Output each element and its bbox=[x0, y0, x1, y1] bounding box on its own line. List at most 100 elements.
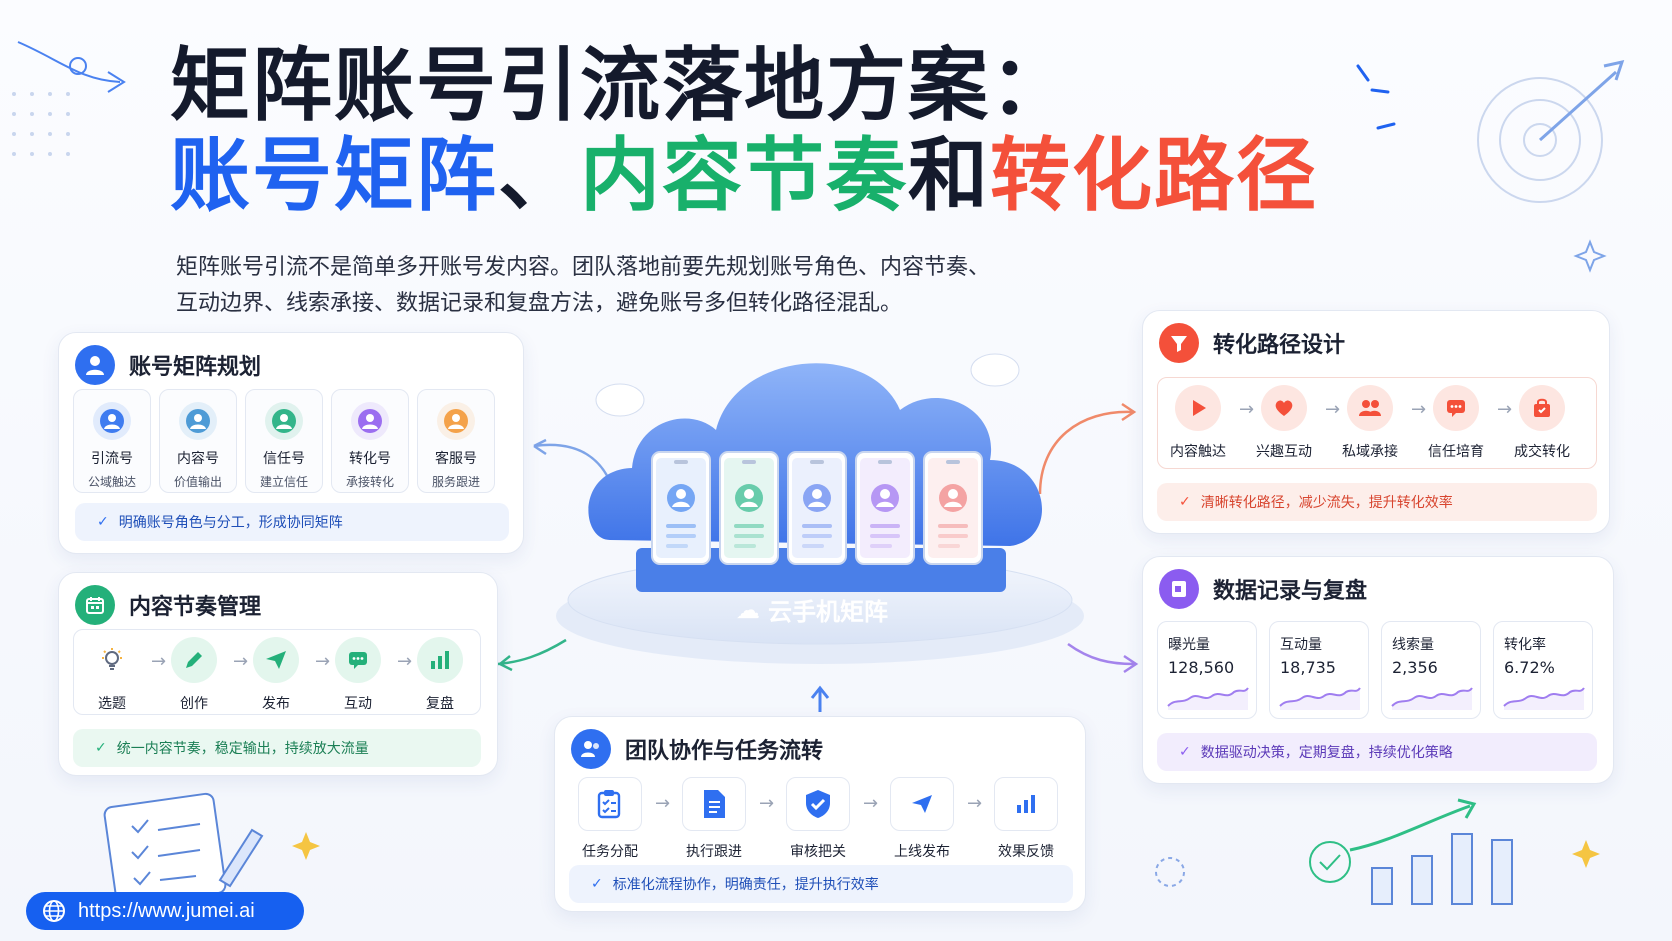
team-step[interactable]: 效果反馈 bbox=[981, 777, 1071, 861]
conversion-step-label: 信任培育 bbox=[1428, 444, 1484, 460]
content-rhythm-steps-box bbox=[73, 629, 481, 715]
metric-label: 转化率 bbox=[1504, 637, 1546, 653]
account-role-tile[interactable]: 内容号价值输出 bbox=[159, 389, 237, 493]
content-step[interactable]: 创作 bbox=[159, 637, 229, 713]
website-url-badge[interactable]: https://www.jumei.ai bbox=[26, 892, 304, 930]
account-role-tile[interactable]: 引流号公域触达 bbox=[73, 389, 151, 493]
check-icon: ✓ bbox=[1179, 744, 1191, 760]
team-step[interactable]: 执行跟进 bbox=[669, 777, 759, 861]
conversion-note-text: 清晰转化路径，减少流失，提升转化效率 bbox=[1200, 495, 1453, 511]
heart-icon bbox=[1261, 385, 1307, 431]
user-icon bbox=[75, 345, 115, 385]
chat-icon bbox=[1433, 385, 1479, 431]
arrow-right-icon: → bbox=[1239, 399, 1255, 420]
conversion-step[interactable]: 内容触达 bbox=[1163, 385, 1233, 461]
arrow-right-icon: → bbox=[397, 651, 413, 672]
conversion-step[interactable]: 信任培育 bbox=[1421, 385, 1491, 461]
arrow-right-icon: → bbox=[863, 793, 879, 814]
bar-chart-icon bbox=[994, 777, 1058, 831]
calendar-icon bbox=[75, 585, 115, 625]
main-title-line1: 矩阵账号引流落地方案： bbox=[170, 39, 1072, 132]
conversion-note: ✓ 清晰转化路径，减少流失，提升转化效率 bbox=[1157, 483, 1597, 521]
intro-text: 矩阵账号引流不是简单多开账号发内容。团队落地前要先规划账号角色、内容节奏、 互动… bbox=[176, 250, 1076, 322]
account-avatar-icon bbox=[265, 402, 303, 440]
title-part-and: 和 bbox=[908, 129, 990, 222]
report-icon bbox=[1159, 569, 1199, 609]
content-step[interactable]: 发布 bbox=[241, 637, 311, 713]
content-step[interactable]: 复盘 bbox=[405, 637, 475, 713]
intro-line2: 互动边界、线索承接、数据记录和复盘方法，避免账号多但转化路径混乱。 bbox=[176, 291, 903, 316]
metric-label: 互动量 bbox=[1280, 637, 1322, 653]
check-icon: ✓ bbox=[1179, 494, 1191, 510]
account-avatar-icon bbox=[93, 402, 131, 440]
metric-card: 转化率 6.72% bbox=[1493, 621, 1593, 719]
arrow-right-icon: → bbox=[1497, 399, 1513, 420]
cloud-phone-matrix-text: 云手机矩阵 bbox=[768, 598, 888, 626]
conversion-step-label: 私域承接 bbox=[1342, 444, 1398, 460]
arrow-right-icon: → bbox=[1325, 399, 1341, 420]
arrow-right-icon: → bbox=[759, 793, 775, 814]
arrow-right-icon: → bbox=[1411, 399, 1427, 420]
content-step-label: 互动 bbox=[344, 696, 372, 712]
cloud-phone-device bbox=[651, 451, 711, 565]
lightbulb-icon bbox=[89, 637, 135, 683]
globe-icon bbox=[43, 900, 65, 922]
metric-value: 18,735 bbox=[1280, 658, 1336, 677]
metric-value: 128,560 bbox=[1168, 658, 1235, 677]
team-collaboration-card: 团队协作与任务流转 任务分配→执行跟进→审核把关→上线发布→效果反馈 ✓ 标准化… bbox=[554, 716, 1086, 912]
document-icon bbox=[682, 777, 746, 831]
bar-chart-icon bbox=[417, 637, 463, 683]
account-role-tile[interactable]: 信任号建立信任 bbox=[245, 389, 323, 493]
content-step-label: 复盘 bbox=[426, 696, 454, 712]
conversion-step[interactable]: 成交转化 bbox=[1507, 385, 1577, 461]
team-note: ✓ 标准化流程协作，明确责任，提升执行效率 bbox=[569, 865, 1073, 903]
pencil-icon bbox=[171, 637, 217, 683]
metric-value: 6.72% bbox=[1504, 658, 1555, 677]
content-step-label: 选题 bbox=[98, 696, 126, 712]
account-matrix-title: 账号矩阵规划 bbox=[129, 355, 262, 380]
data-review-note: ✓ 数据驱动决策，定期复盘，持续优化策略 bbox=[1157, 733, 1597, 771]
conversion-step[interactable]: 兴趣互动 bbox=[1249, 385, 1319, 461]
content-rhythm-note: ✓ 统一内容节奏，稳定输出，持续放大流量 bbox=[73, 729, 481, 767]
funnel-icon bbox=[1159, 323, 1199, 363]
account-avatar-icon bbox=[179, 402, 217, 440]
team-step[interactable]: 上线发布 bbox=[877, 777, 967, 861]
content-step-label: 发布 bbox=[262, 696, 290, 712]
intro-line1: 矩阵账号引流不是简单多开账号发内容。团队落地前要先规划账号角色、内容节奏、 bbox=[176, 255, 991, 280]
arrow-right-icon: → bbox=[967, 793, 983, 814]
users-icon bbox=[1347, 385, 1393, 431]
account-role-tile[interactable]: 转化号承接转化 bbox=[331, 389, 409, 493]
content-rhythm-card: 内容节奏管理 选题→创作→发布→互动→复盘 ✓ 统一内容节奏，稳定输出，持续放大… bbox=[58, 572, 498, 776]
cloud-phone-device bbox=[923, 451, 983, 565]
conversion-step-label: 兴趣互动 bbox=[1256, 444, 1312, 460]
conversion-step-label: 成交转化 bbox=[1514, 444, 1570, 460]
account-role-name: 转化号 bbox=[349, 451, 391, 467]
account-role-tile[interactable]: 客服号服务跟进 bbox=[417, 389, 495, 493]
account-role-name: 客服号 bbox=[435, 451, 477, 467]
account-role-desc: 公域触达 bbox=[87, 475, 136, 489]
arrow-right-icon: → bbox=[233, 651, 249, 672]
data-review-title: 数据记录与复盘 bbox=[1213, 579, 1368, 604]
team-step-label: 审核把关 bbox=[790, 844, 846, 860]
cloud-phone-illustration bbox=[556, 353, 1084, 664]
account-role-name: 引流号 bbox=[91, 451, 133, 467]
team-step[interactable]: 审核把关 bbox=[773, 777, 863, 861]
team-step-label: 执行跟进 bbox=[686, 844, 742, 860]
main-title-line2: 账号矩阵、内容节奏和转化路径 bbox=[170, 128, 1318, 224]
chat-icon bbox=[335, 637, 381, 683]
content-step[interactable]: 互动 bbox=[323, 637, 393, 713]
account-role-desc: 价值输出 bbox=[173, 475, 222, 489]
team-step[interactable]: 任务分配 bbox=[565, 777, 655, 861]
content-rhythm-title: 内容节奏管理 bbox=[129, 595, 262, 620]
account-role-name: 内容号 bbox=[177, 451, 219, 467]
content-rhythm-note-text: 统一内容节奏，稳定输出，持续放大流量 bbox=[116, 741, 369, 757]
content-step-label: 创作 bbox=[180, 696, 208, 712]
title-part-separator: 、 bbox=[498, 129, 580, 222]
conversion-step[interactable]: 私域承接 bbox=[1335, 385, 1405, 461]
send-icon bbox=[253, 637, 299, 683]
content-step[interactable]: 选题 bbox=[77, 637, 147, 713]
send-icon bbox=[890, 777, 954, 831]
title-part-content-rhythm: 内容节奏 bbox=[580, 129, 908, 222]
